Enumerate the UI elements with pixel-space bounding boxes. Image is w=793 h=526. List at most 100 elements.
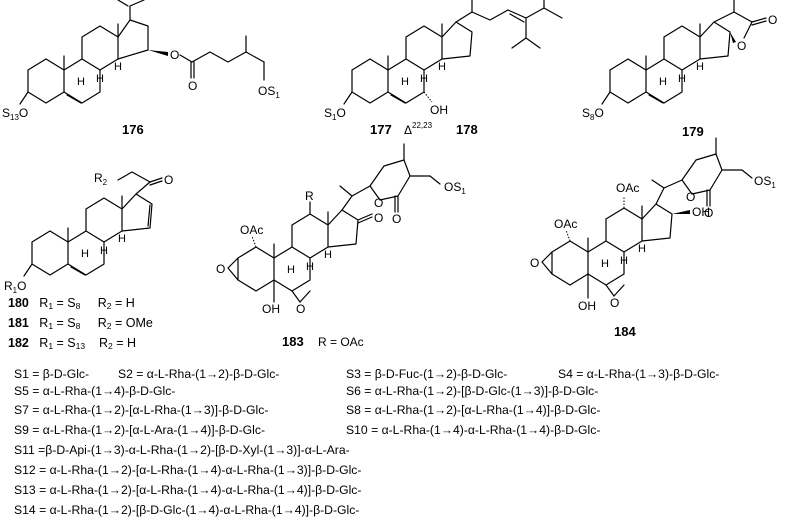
oxygen-label: O — [686, 190, 695, 204]
h-label: H — [401, 76, 409, 88]
h-label: H — [601, 258, 609, 270]
s1o-label: S1O — [324, 106, 346, 122]
oxygen-label: O — [188, 79, 197, 93]
sugar-s11: S11 =β-D-Api-(1→3)-α-L-Rha-(1→2)-[β-D-Xy… — [14, 442, 350, 458]
compound-184-label: 184 — [614, 324, 636, 339]
compound-181-label: 181 — [8, 316, 29, 330]
sugar-text: S11 =β-D-Api-(1→3)-α-L-Rha-(1→2)-[β-D-Xy… — [14, 443, 350, 457]
rgroup-181: 181 R1 = S8 R2 = OMe — [8, 316, 153, 331]
structure-176-final: O O OS1 S13O H H H 176 — [0, 0, 320, 137]
r1-value: = S — [53, 336, 76, 350]
h-label: H — [324, 249, 332, 261]
sugar-text: S6 = α-L-Rha-(1→2)-[β-D-Glc-(1→3)]-β-D-G… — [346, 384, 599, 398]
oxygen-label: O — [296, 302, 305, 316]
r1-value: = S — [53, 316, 76, 330]
h-label: H — [81, 248, 89, 260]
r1-value-sub: 13 — [75, 341, 86, 351]
delta-label: Δ22,23 — [404, 121, 433, 137]
r1-symbol: R — [39, 296, 49, 310]
sugar-s13: S13 = α-L-Rha-(1→2)-[α-L-Rha-(1→4)-α-L-R… — [14, 482, 361, 498]
r2-label: R2 — [94, 171, 108, 187]
oac-label: OAc — [554, 217, 577, 231]
h-label: H — [620, 255, 628, 267]
sugar-text: S4 = α-L-Rha-(1→3)-β-D-Glc- — [558, 367, 720, 381]
compound-183-note: R = OAc — [318, 335, 364, 349]
h-label: H — [696, 61, 704, 73]
r1-symbol: R — [39, 316, 49, 330]
s8o-label: S8O — [582, 106, 604, 122]
sugar-s2: S2 = α-L-Rha-(1→2)-β-D-Glc- — [118, 366, 279, 382]
compound-182-label: 182 — [8, 336, 29, 350]
structure-177: OH S1O H H H 177 Δ22,23 178 — [324, 0, 563, 137]
oxygen-label: O — [374, 211, 383, 225]
oxygen-label: O — [704, 206, 713, 220]
sugar-text: S13 = α-L-Rha-(1→2)-[α-L-Rha-(1→4)-α-L-R… — [14, 483, 362, 497]
r2-symbol: R — [99, 336, 109, 350]
sugar-text: S9 = α-L-Rha-(1→2)-[α-L-Ara-(1→4)]-β-D-G… — [14, 423, 265, 437]
h-label: H — [77, 76, 85, 88]
sugar-text: S1 = β-D-Glc- — [14, 367, 90, 381]
r1-value: = S — [53, 296, 76, 310]
oac-label: OAc — [616, 181, 639, 195]
oxygen-label: O — [530, 256, 539, 270]
hydroxyl-label: OH — [262, 302, 280, 316]
r1-value-sub: 8 — [75, 301, 81, 311]
oac-label: OAc — [240, 223, 263, 237]
h-label: H — [96, 73, 104, 85]
s13o-label: S13O — [2, 106, 28, 122]
compound-180-label: 180 — [8, 296, 29, 310]
h-label: H — [659, 76, 667, 88]
r2-symbol: R — [97, 296, 107, 310]
r2-symbol: R — [97, 316, 107, 330]
structure-180-182: O R2 R1O H H H — [4, 171, 173, 295]
compound-176-label: 176 — [122, 122, 144, 137]
oxygen-label: O — [164, 173, 173, 187]
structure-183: O OAc R O O OH O O OS1 H H H 183 R = OAc — [216, 143, 466, 349]
rgroup-182: 182 R1 = S13 R2 = H — [8, 336, 136, 351]
compound-179-label: 179 — [682, 124, 704, 139]
compound-177-label: 177 — [370, 122, 392, 137]
oxygen-label: O — [768, 13, 777, 27]
sugar-text: S10 = α-L-Rha-(1→4)-α-L-Rha-(1→4)-β-D-Gl… — [346, 423, 601, 437]
os1-label: OS1 — [444, 180, 466, 196]
r1-value-sub: 8 — [75, 321, 81, 331]
sugar-text: S12 = α-L-Rha-(1→2)-[α-L-Rha-(1→4)-α-L-R… — [14, 463, 362, 477]
sugar-text: S5 = α-L-Rha-(1→4)-β-D-Glc- — [14, 384, 176, 398]
r1-sub: 1 — [48, 321, 54, 331]
r1o-label: R1O — [4, 279, 26, 295]
h-label: H — [420, 73, 428, 85]
hydroxyl-label: OH — [692, 205, 710, 219]
oxygen-label: O — [374, 196, 383, 210]
sugar-text: S8 = α-L-Rha-(1→2)-[α-L-Rha-(1→4)]-β-D-G… — [346, 403, 601, 417]
oxygen-label: O — [392, 212, 401, 226]
oxygen-label: O — [737, 39, 746, 53]
sugar-s9: S9 = α-L-Rha-(1→2)-[α-L-Ara-(1→4)]-β-D-G… — [14, 422, 265, 438]
sugar-text: S7 = α-L-Rha-(1→2)-[α-L-Rha-(1→3)]-β-D-G… — [14, 403, 269, 417]
sugar-s4: S4 = α-L-Rha-(1→3)-β-D-Glc- — [558, 366, 719, 382]
structure-184: OAc OAc O O OH OH O O OS1 H H H 184 — [530, 137, 776, 339]
sugar-s1: S1 = β-D-Glc- — [14, 366, 89, 382]
compound-178-label: 178 — [456, 122, 478, 137]
sugar-s14: S14 = α-L-Rha-(1→2)-[β-D-Glc-(1→4)-α-L-R… — [14, 502, 359, 518]
structure-179: O O S8O H H H 179 — [582, 0, 777, 139]
os1-label: OS1 — [258, 84, 280, 100]
oxygen-label: O — [610, 296, 619, 310]
compound-183-label: 183 — [282, 334, 304, 349]
hydroxyl-label: OH — [578, 299, 596, 313]
sugar-s5: S5 = α-L-Rha-(1→4)-β-D-Glc- — [14, 383, 175, 399]
sugar-text: S2 = α-L-Rha-(1→2)-β-D-Glc- — [118, 367, 280, 381]
r2-value: = H — [112, 336, 137, 350]
sugar-s8: S8 = α-L-Rha-(1→2)-[α-L-Rha-(1→4)]-β-D-G… — [346, 402, 600, 418]
sugar-s7: S7 = α-L-Rha-(1→2)-[α-L-Rha-(1→3)]-β-D-G… — [14, 402, 268, 418]
sugar-text: S14 = α-L-Rha-(1→2)-[β-D-Glc-(1→4)-α-L-R… — [14, 503, 360, 517]
r1-sub: 1 — [48, 301, 54, 311]
sugar-s10: S10 = α-L-Rha-(1→4)-α-L-Rha-(1→4)-β-D-Gl… — [346, 422, 600, 438]
r2-value: = H — [111, 296, 135, 310]
sugar-text: S3 = β-D-Fuc-(1→2)-β-D-Glc- — [346, 367, 508, 381]
h-label: H — [438, 61, 446, 73]
r2-sub: 2 — [106, 321, 112, 331]
r2-value: = OMe — [111, 316, 153, 330]
r1-symbol: R — [39, 336, 49, 350]
r2-sub: 2 — [106, 301, 112, 311]
